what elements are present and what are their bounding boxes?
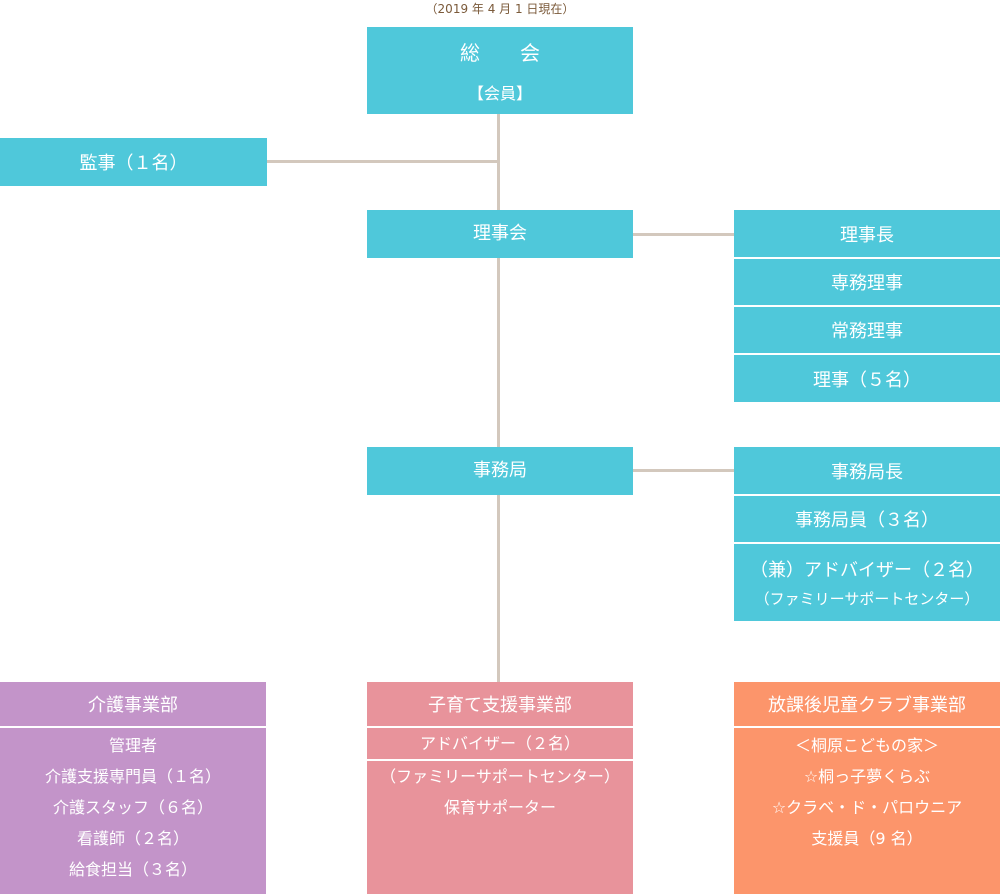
general-assembly-title: 総 会 bbox=[460, 41, 540, 65]
sec-role-staff: 事務局員（３名） bbox=[795, 510, 939, 531]
care-dept-list: 管理者 介護支援専門員（１名） 介護スタッフ（６名） 看護師（２名） 給食担当（… bbox=[0, 730, 266, 885]
divider bbox=[734, 726, 1000, 728]
secretariat-roles-panel: 事務局長 事務局員（３名） （兼）アドバイザー（２名） （ファミリーサポートセン… bbox=[734, 447, 1000, 621]
list-item: ☆桐っ子夢くらぶ bbox=[803, 767, 931, 786]
board-role-directors: 理事（５名） bbox=[813, 369, 921, 391]
board-box: 理事会 bbox=[367, 210, 633, 258]
divider bbox=[0, 726, 266, 728]
child-dept-list: （ファミリーサポートセンター） 保育サポーター bbox=[367, 761, 633, 823]
board-role-executive: 専務理事 bbox=[831, 273, 903, 294]
board-role-chair: 理事長 bbox=[840, 224, 894, 246]
afterschool-dept-list: ＜桐原こどもの家＞ ☆桐っ子夢くらぶ ☆クラベ・ド・パロウニア 支援員（9 名） bbox=[734, 730, 1000, 854]
list-item: 介護スタッフ（６名） bbox=[52, 798, 213, 817]
list-item: アドバイザー（２名） bbox=[419, 734, 580, 753]
connector-trunk-top bbox=[497, 113, 500, 211]
connector-board-roles bbox=[632, 233, 735, 236]
divider bbox=[734, 494, 1000, 496]
list-item: （ファミリーサポートセンター） bbox=[380, 767, 620, 786]
divider bbox=[734, 257, 1000, 259]
advisor-sub: （ファミリーサポートセンター） bbox=[754, 590, 980, 608]
general-assembly-sub: 【会員】 bbox=[467, 84, 532, 103]
list-item: ☆クラベ・ド・パロウニア bbox=[771, 798, 963, 817]
auditor-box: 監事（１名） bbox=[0, 138, 267, 186]
board-role-managing: 常務理事 bbox=[831, 321, 903, 342]
board-roles-panel: 理事長 専務理事 常務理事 理事（５名） bbox=[734, 210, 1000, 402]
care-dept-title: 介護事業部 bbox=[88, 695, 178, 716]
connector-auditor bbox=[267, 160, 498, 163]
connector-trunk-bottom bbox=[497, 494, 500, 682]
connector-trunk-mid bbox=[497, 257, 500, 448]
afterschool-dept-panel: 放課後児童クラブ事業部 ＜桐原こどもの家＞ ☆桐っ子夢くらぶ ☆クラベ・ド・パロ… bbox=[734, 682, 1000, 894]
list-item: 支援員（9 名） bbox=[811, 829, 923, 848]
list-item: 給食担当（３名） bbox=[68, 860, 197, 879]
advisor-main: （兼）アドバイザー（２名） bbox=[750, 560, 984, 581]
afterschool-dept-title: 放課後児童クラブ事業部 bbox=[768, 695, 966, 716]
sec-role-head: 事務局長 bbox=[831, 461, 903, 483]
date-note: （2019 年 4 月 1 日現在） bbox=[425, 2, 575, 16]
divider bbox=[367, 726, 633, 728]
care-dept-panel: 介護事業部 管理者 介護支援専門員（１名） 介護スタッフ（６名） 看護師（２名）… bbox=[0, 682, 266, 894]
list-item: 管理者 bbox=[108, 736, 157, 755]
sec-role-advisor: （兼）アドバイザー（２名） （ファミリーサポートセンター） bbox=[734, 544, 1000, 621]
list-item: ＜桐原こどもの家＞ bbox=[794, 736, 939, 755]
general-assembly-box: 総 会 【会員】 bbox=[367, 27, 633, 114]
list-item: 介護支援専門員（１名） bbox=[44, 767, 221, 786]
child-dept-title: 子育て支援事業部 bbox=[428, 695, 572, 716]
list-item: 看護師（２名） bbox=[76, 829, 189, 848]
divider bbox=[734, 305, 1000, 307]
divider bbox=[734, 353, 1000, 355]
divider bbox=[734, 542, 1000, 544]
list-item: 保育サポーター bbox=[443, 798, 556, 817]
secretariat-box: 事務局 bbox=[367, 447, 633, 495]
connector-sec-roles bbox=[632, 469, 735, 472]
divider bbox=[367, 759, 633, 761]
child-dept-panel: 子育て支援事業部 アドバイザー（２名） （ファミリーサポートセンター） 保育サポ… bbox=[367, 682, 633, 894]
